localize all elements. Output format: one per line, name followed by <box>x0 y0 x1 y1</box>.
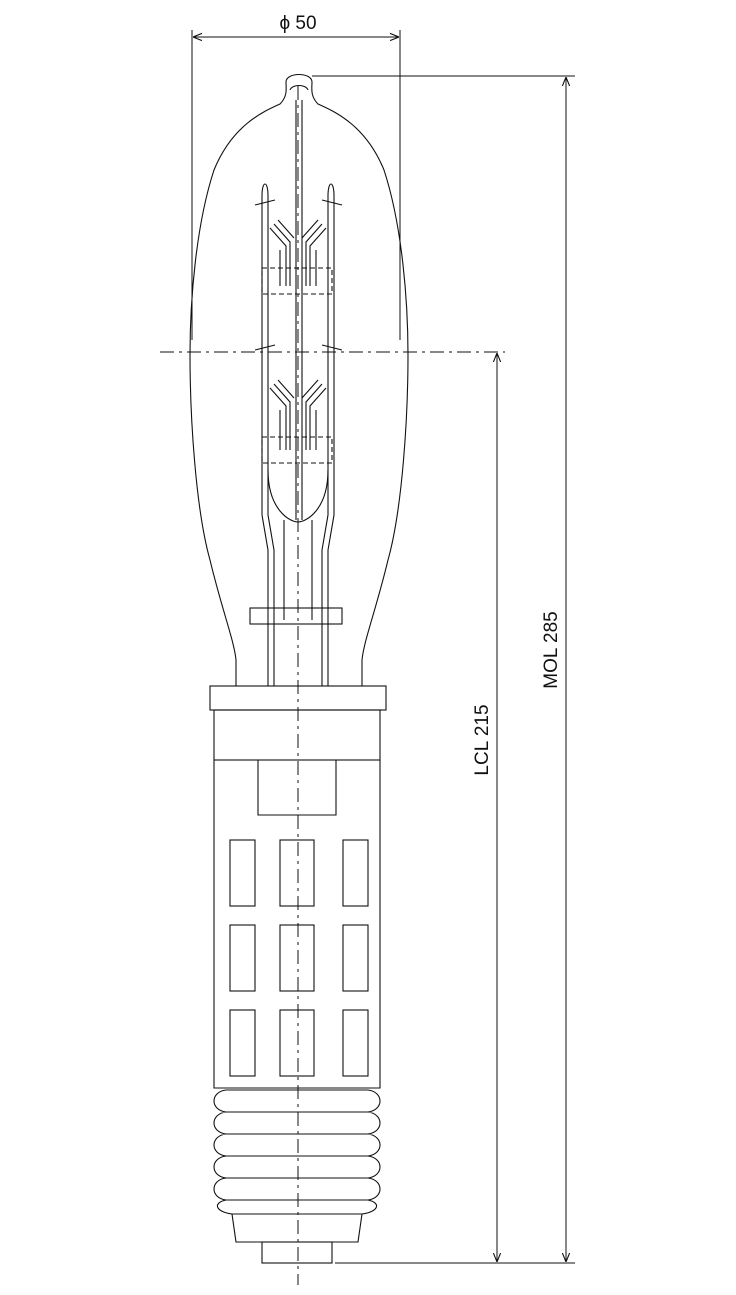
lower-coil-box <box>261 436 333 464</box>
stem-leads <box>261 514 335 686</box>
upper-coil-box <box>261 267 333 295</box>
diameter-label: ϕ 50 <box>279 13 316 34</box>
glass-bulb <box>189 73 409 687</box>
vent-window <box>229 924 256 992</box>
stem-press <box>249 607 343 625</box>
base-shoulder <box>231 1213 363 1243</box>
base-cage <box>213 760 381 1089</box>
vent-window <box>342 839 369 907</box>
vent-window <box>279 1009 315 1077</box>
vent-window <box>342 924 369 992</box>
rod-cap <box>327 183 335 197</box>
lcl-dimension <box>160 351 505 1262</box>
screw-thread <box>213 1089 381 1215</box>
base-contact <box>261 1241 333 1264</box>
lower-leads <box>269 379 327 450</box>
mid-clamp <box>254 344 343 351</box>
upper-clamp <box>254 199 343 206</box>
vent-window <box>279 924 315 992</box>
base-band <box>213 709 381 761</box>
lcl-label: LCL 215 <box>472 704 493 775</box>
vent-window <box>279 839 315 907</box>
vent-window <box>229 839 256 907</box>
rod-cap <box>261 183 269 197</box>
base-inner-window <box>257 760 337 816</box>
mol-label: MOL 285 <box>541 611 562 688</box>
vent-window <box>229 1009 256 1077</box>
vent-windows <box>229 839 369 1077</box>
vent-window <box>342 1009 369 1077</box>
mol-dimension <box>312 75 575 1264</box>
bulb-tip <box>289 84 309 91</box>
diameter-dimension <box>191 30 401 340</box>
lamp <box>189 73 409 1264</box>
